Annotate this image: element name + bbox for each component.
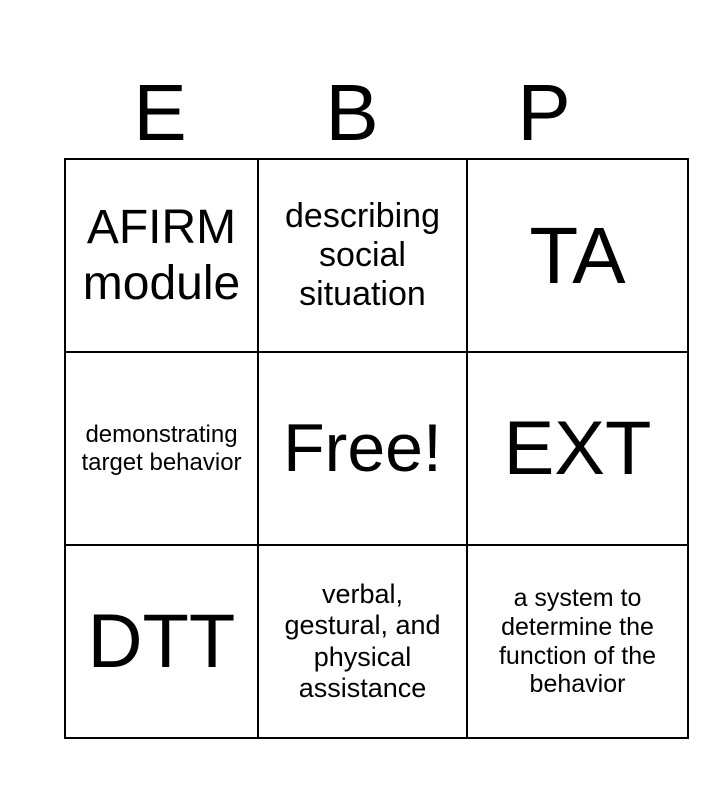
cell: verbal, gestural, and physical assistanc… bbox=[257, 544, 468, 739]
header-letter-e: E bbox=[133, 68, 187, 157]
header-letter-p: P bbox=[517, 68, 571, 157]
bingo-grid: AFIRM module describing social situation… bbox=[64, 158, 689, 739]
cell: AFIRM module bbox=[64, 158, 259, 353]
cell: TA bbox=[466, 158, 689, 353]
cell: describing social situation bbox=[257, 158, 468, 353]
header-letter-b: B bbox=[325, 68, 379, 157]
cell: a system to determine the function of th… bbox=[466, 544, 689, 739]
cell: demonstrating target behavior bbox=[64, 351, 259, 546]
cell: DTT bbox=[64, 544, 259, 739]
free-cell: Free! bbox=[257, 351, 468, 546]
cell: EXT bbox=[466, 351, 689, 546]
